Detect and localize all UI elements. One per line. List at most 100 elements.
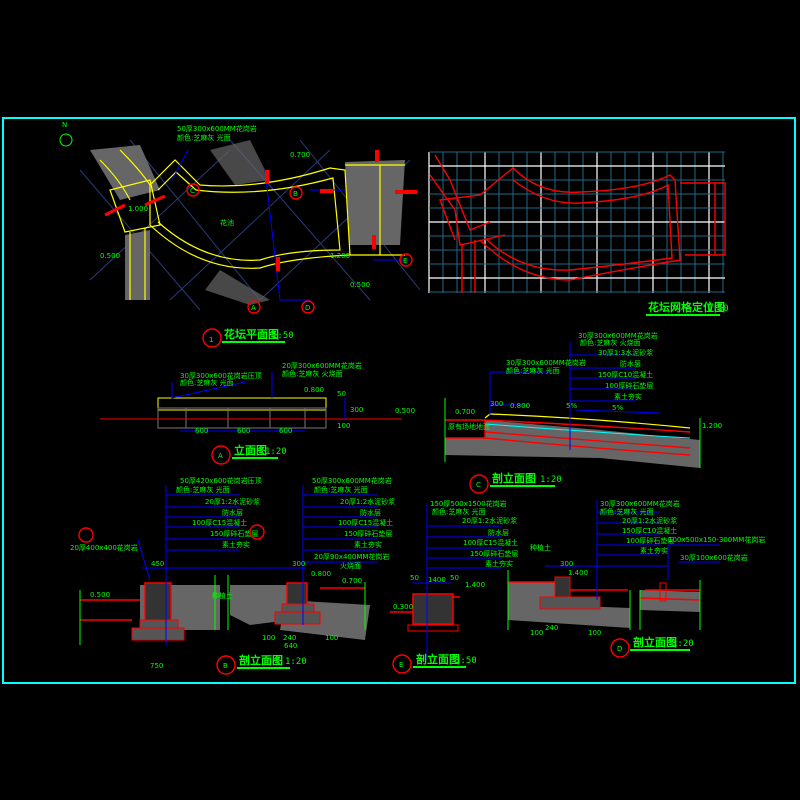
svg-text:20厚90x400MM花岗岩: 20厚90x400MM花岗岩	[314, 552, 389, 561]
material-note: 30厚300x600花岗岩压顶	[180, 371, 262, 380]
svg-text:150厚碎石垫层: 150厚碎石垫层	[344, 529, 392, 538]
section-d: 30厚300x600MM花岗岩 颜色:芝麻灰 光面 20厚1:2水泥砂浆 150…	[507, 499, 765, 658]
plan-title: 花坛平面图	[224, 327, 279, 341]
svg-text:种植土: 种植土	[530, 543, 551, 552]
svg-text:50: 50	[337, 390, 346, 398]
material-note: 20厚300x600MM花岗岩	[282, 361, 362, 370]
section-marker-b[interactable]: B	[289, 186, 303, 200]
elevation-a: 30厚300x600花岗岩压顶 颜色:芝麻灰 光面 20厚300x600MM花岗…	[100, 361, 415, 465]
svg-text:150厚C10混凝土: 150厚C10混凝土	[622, 526, 677, 535]
section-e: 150厚500x1500花岗岩 颜色:芝麻灰 光面 20厚1:2水泥砂浆 防水层…	[390, 499, 518, 674]
grid-title: 花坛网格定位图	[648, 300, 725, 314]
section-b-title: 剖立面图	[239, 653, 283, 667]
svg-text:5%: 5%	[612, 404, 623, 412]
svg-text:100x500x150-300MM花岗岩: 100x500x150-300MM花岗岩	[668, 535, 765, 544]
svg-text:素土夯实: 素土夯实	[354, 540, 382, 549]
svg-text:素土夯实: 素土夯实	[485, 559, 513, 568]
svg-text:30厚300x600MM花岗岩: 30厚300x600MM花岗岩	[600, 499, 680, 508]
section-c-title: 剖立面图	[492, 471, 536, 485]
svg-text:100: 100	[588, 629, 601, 637]
svg-text:100: 100	[262, 634, 275, 642]
level-label: 0.300	[393, 603, 413, 611]
material-note: 颜色:芝麻灰 光面	[180, 378, 234, 387]
svg-text:150厚碎石垫层: 150厚碎石垫层	[210, 529, 258, 538]
elevation-label: 0.700	[290, 151, 310, 159]
svg-text:640: 640	[284, 642, 297, 650]
svg-text:20厚1:2水泥砂浆: 20厚1:2水泥砂浆	[340, 497, 395, 506]
elevation-a-title: 立面图	[234, 443, 267, 457]
svg-text:100: 100	[530, 629, 543, 637]
svg-text:100厚碎石垫层: 100厚碎石垫层	[626, 536, 674, 545]
svg-text:1400: 1400	[428, 576, 446, 584]
svg-text:20厚1:2水泥砂浆: 20厚1:2水泥砂浆	[622, 516, 677, 525]
svg-text:5%: 5%	[566, 402, 577, 410]
svg-text:1:20: 1:20	[285, 657, 307, 667]
svg-text:1:50: 1:50	[455, 656, 477, 666]
svg-text:450: 450	[151, 560, 164, 568]
svg-text:30厚1:3水泥砂浆: 30厚1:3水泥砂浆	[598, 348, 653, 357]
level-label: 0.800	[304, 386, 324, 394]
level-label: 1.400	[568, 569, 588, 577]
material-note: 颜色:芝麻灰 光面	[506, 366, 560, 375]
section-marker-e[interactable]: E	[399, 253, 413, 267]
svg-text:20厚400x400花岗岩: 20厚400x400花岗岩	[70, 543, 138, 552]
svg-text:E: E	[399, 661, 403, 669]
svg-text:颜色:芝麻灰 光面: 颜色:芝麻灰 光面	[176, 485, 230, 494]
svg-text:B: B	[293, 190, 298, 198]
level-label: 0.700	[455, 408, 475, 416]
level-label: 0.500	[395, 407, 415, 415]
svg-text:颜色:芝麻灰 光面: 颜色:芝麻灰 光面	[600, 507, 654, 516]
section-marker-d[interactable]: D	[301, 300, 315, 314]
elevation-label: 0.500	[350, 281, 370, 289]
section-c: 30厚300x600MM花岗岩 颜色:芝麻灰 火烧面 30厚1:3水泥砂浆 防水…	[444, 331, 722, 494]
material-note: 30厚300x600MM花岗岩	[506, 358, 586, 367]
svg-text:30厚300x600MM花岗岩: 30厚300x600MM花岗岩	[578, 331, 658, 340]
svg-text:300: 300	[350, 406, 363, 414]
plan-note: 50厚300x600MM花岗岩	[177, 124, 257, 133]
plan-scale: 1:50	[272, 331, 294, 341]
svg-text:600: 600	[279, 427, 292, 435]
elevation-label: 1.000	[128, 205, 148, 213]
svg-text:100: 100	[337, 422, 350, 430]
svg-text:D: D	[305, 304, 310, 312]
svg-text:20厚1:2水泥砂浆: 20厚1:2水泥砂浆	[205, 497, 260, 506]
elevation-label: 1.200	[330, 252, 350, 260]
svg-text:300: 300	[292, 560, 305, 568]
planter-label: 花池	[220, 218, 234, 227]
svg-text:素土夯实: 素土夯实	[222, 540, 250, 549]
grid-scale: 1:50	[707, 304, 729, 314]
svg-text:防水层: 防水层	[620, 359, 641, 368]
svg-text:颜色:芝麻灰 光面: 颜色:芝麻灰 光面	[314, 485, 368, 494]
svg-text:A: A	[251, 304, 256, 312]
plan-note: 颜色:芝麻灰 光面	[177, 133, 231, 142]
section-marker-a[interactable]: A	[247, 300, 261, 314]
svg-text:600: 600	[195, 427, 208, 435]
svg-text:50厚300x600MM花岗岩: 50厚300x600MM花岗岩	[312, 476, 392, 485]
svg-text:100厚碎石垫层: 100厚碎石垫层	[605, 381, 653, 390]
svg-text:种植土: 种植土	[212, 591, 233, 600]
section-marker-c[interactable]: C	[186, 183, 200, 197]
svg-text:1: 1	[209, 336, 213, 344]
level-label: 0.800	[510, 402, 530, 410]
svg-text:E: E	[403, 257, 407, 265]
level-label: 0.500	[90, 591, 110, 599]
svg-text:A: A	[218, 452, 223, 460]
svg-text:150厚碎石垫层: 150厚碎石垫层	[470, 549, 518, 558]
svg-text:30厚100x600花岗岩: 30厚100x600花岗岩	[680, 553, 748, 562]
notes-right-list: 50厚300x600MM花岗岩 颜色:芝麻灰 光面 20厚1:2水泥砂浆 防水层…	[312, 476, 395, 570]
svg-text:1:20: 1:20	[265, 447, 287, 457]
elevation-label: 0.500	[100, 252, 120, 260]
grid-layout-view: 花坛网格定位图 1:50	[428, 151, 729, 316]
svg-text:C: C	[476, 481, 481, 489]
svg-text:300: 300	[490, 400, 503, 408]
svg-text:防水层: 防水层	[222, 508, 243, 517]
svg-text:240: 240	[283, 634, 296, 642]
svg-text:240: 240	[545, 624, 558, 632]
drawing-marker-icon	[211, 445, 231, 465]
svg-text:防水层: 防水层	[360, 508, 381, 517]
svg-text:颜色:芝麻灰 光面: 颜色:芝麻灰 光面	[432, 507, 486, 516]
section-b: 50厚420x600花岗岩压顶 颜色:芝麻灰 光面 20厚1:2水泥砂浆 防水层…	[70, 476, 395, 675]
svg-text:300: 300	[560, 560, 573, 568]
svg-text:600: 600	[237, 427, 250, 435]
